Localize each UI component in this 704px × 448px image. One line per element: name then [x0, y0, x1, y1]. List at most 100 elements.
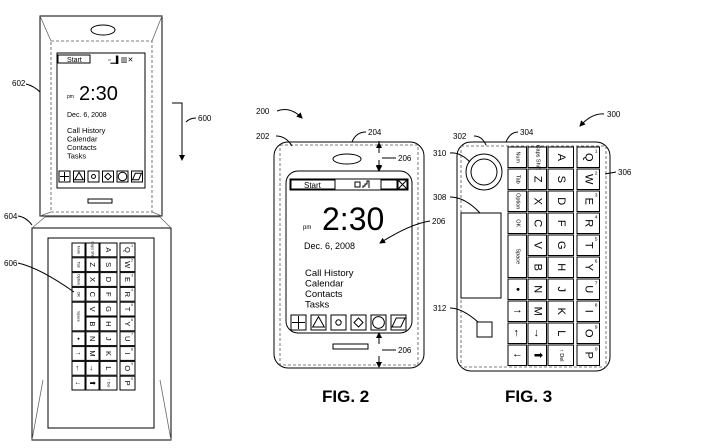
key-t[interactable]: T5 — [120, 302, 135, 316]
parallelogram-icon[interactable] — [391, 315, 406, 330]
key-z[interactable]: Z — [86, 258, 99, 272]
key-tab[interactable]: Tab — [72, 258, 85, 272]
leader-602 — [26, 84, 40, 92]
key-l[interactable]: L — [548, 323, 574, 344]
parallelogram-icon[interactable] — [132, 171, 143, 182]
key-y[interactable]: Y6 — [120, 317, 135, 331]
key-ok[interactable]: OK — [72, 287, 85, 301]
key-r[interactable]: R4 — [120, 287, 135, 301]
key--[interactable]: ↑ — [72, 347, 85, 361]
key-v[interactable]: V — [528, 235, 547, 256]
key--[interactable]: ← — [72, 361, 85, 375]
key-f[interactable]: F — [100, 287, 117, 301]
key--del[interactable]: ↑ Del — [548, 345, 574, 366]
fig2-menu-item[interactable]: Tasks — [305, 300, 330, 311]
key-j[interactable]: J — [100, 332, 117, 346]
key-e[interactable]: E3 — [577, 191, 600, 212]
key-option[interactable]: Option — [72, 273, 85, 287]
fig2-menu-item[interactable]: Call History — [305, 268, 354, 279]
key--[interactable]: ⬆ — [86, 376, 99, 390]
key-m[interactable]: M — [528, 301, 547, 322]
key-tab[interactable]: Tab — [508, 169, 527, 190]
plus-icon[interactable] — [291, 315, 306, 330]
key-c[interactable]: C — [528, 213, 547, 234]
key-c[interactable]: C — [86, 287, 99, 301]
key-w[interactable]: W2 — [120, 258, 135, 272]
key-i[interactable]: I8 — [577, 301, 600, 322]
key-g[interactable]: G — [100, 302, 117, 316]
key-q[interactable]: Q1 — [577, 147, 600, 168]
key-x[interactable]: X — [86, 273, 99, 287]
key-ok[interactable]: OK — [508, 213, 527, 234]
small-circle-icon[interactable] — [88, 171, 99, 182]
key--[interactable]: → — [86, 361, 99, 375]
key-a[interactable]: A — [100, 243, 117, 257]
key-f[interactable]: F — [548, 213, 574, 234]
key-a[interactable]: A — [548, 147, 574, 168]
triangle-icon[interactable] — [74, 171, 85, 182]
key-caps-shift[interactable]: Caps Shift — [528, 145, 547, 171]
key-n[interactable]: N — [528, 279, 547, 300]
fig2-menu-item[interactable]: Contacts — [305, 289, 343, 300]
key-b[interactable]: B — [86, 317, 99, 331]
key-q[interactable]: Q1 — [120, 243, 135, 257]
key-d[interactable]: D — [548, 191, 574, 212]
key-d[interactable]: D — [100, 273, 117, 287]
key-u[interactable]: U7 — [577, 279, 600, 300]
small-circle-icon[interactable] — [331, 315, 346, 330]
key-p[interactable]: P0 — [577, 345, 600, 366]
key-o[interactable]: O9 — [120, 361, 135, 375]
key-l[interactable]: L — [100, 361, 117, 375]
fig6-menu-item[interactable]: Tasks — [67, 152, 86, 161]
plus-icon[interactable] — [59, 171, 70, 182]
circle-icon[interactable] — [117, 171, 128, 182]
key-m[interactable]: M — [86, 347, 99, 361]
key-label: E — [123, 277, 132, 282]
key-h[interactable]: H — [100, 317, 117, 331]
key-u[interactable]: U7 — [120, 332, 135, 346]
key-num[interactable]: Num — [72, 243, 85, 257]
key-e[interactable]: E3 — [120, 273, 135, 287]
key--[interactable]: • — [72, 332, 85, 346]
key-label: G — [555, 241, 567, 250]
key-s[interactable]: S — [100, 258, 117, 272]
triangle-icon[interactable] — [311, 315, 326, 330]
diamond-icon[interactable] — [103, 171, 114, 182]
key-b[interactable]: B — [528, 257, 547, 278]
key--[interactable]: ↑ — [508, 301, 527, 322]
key-num[interactable]: Num — [508, 147, 527, 168]
key-h[interactable]: H — [548, 257, 574, 278]
key-n[interactable]: N — [86, 332, 99, 346]
key--[interactable]: ⬆ — [528, 345, 547, 366]
fig2-menu-item[interactable]: Calendar — [305, 279, 344, 290]
key--[interactable]: ← — [508, 323, 527, 344]
key-v[interactable]: V — [86, 302, 99, 316]
key-s[interactable]: S — [548, 169, 574, 190]
key-o[interactable]: O9 — [577, 323, 600, 344]
key-w[interactable]: W2 — [577, 169, 600, 190]
key-y[interactable]: Y6 — [577, 257, 600, 278]
key-g[interactable]: G — [548, 235, 574, 256]
key-r[interactable]: R4 — [577, 213, 600, 234]
diamond-icon[interactable] — [351, 315, 366, 330]
key-space[interactable]: Space — [72, 302, 85, 331]
key-number: 1 — [595, 149, 598, 155]
key-k[interactable]: K — [548, 301, 574, 322]
key-space[interactable]: Space — [508, 235, 527, 278]
key--[interactable]: ↓ — [508, 345, 527, 366]
key-i[interactable]: I8 — [120, 347, 135, 361]
key--[interactable]: ↓ — [72, 376, 85, 390]
key--del[interactable]: ↑ Del — [100, 376, 117, 390]
key-t[interactable]: T5 — [577, 235, 600, 256]
key-caps-shift[interactable]: Caps Shift — [86, 241, 99, 259]
key--[interactable]: • — [508, 279, 527, 300]
key-z[interactable]: Z — [528, 169, 547, 190]
key-number: 8 — [595, 303, 598, 309]
key-x[interactable]: X — [528, 191, 547, 212]
key--[interactable]: → — [528, 323, 547, 344]
key-j[interactable]: J — [548, 279, 574, 300]
key-option[interactable]: Option — [508, 191, 527, 212]
circle-icon[interactable] — [371, 315, 386, 330]
key-p[interactable]: P0 — [120, 376, 135, 390]
key-k[interactable]: K — [100, 347, 117, 361]
